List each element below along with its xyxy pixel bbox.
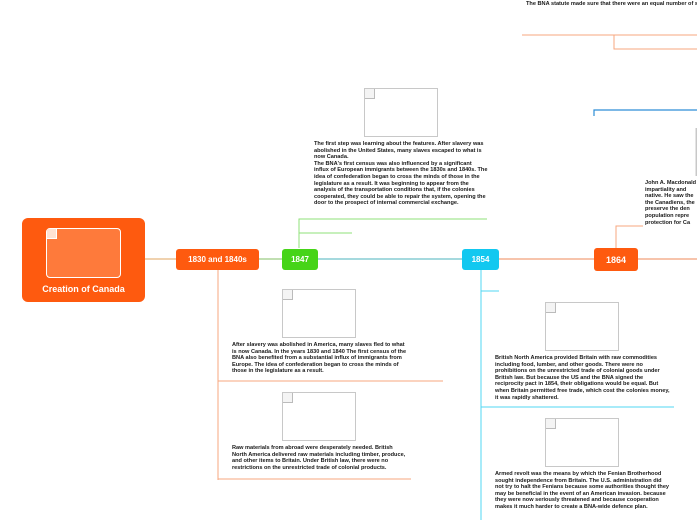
topic-label: 1830 and 1840s (188, 255, 247, 264)
note-armed-revolt: Armed revolt was the means by which the … (495, 471, 670, 510)
topic-1854[interactable]: 1854 (462, 249, 499, 270)
central-image (46, 228, 121, 278)
image-after-slavery (282, 289, 356, 338)
central-topic[interactable]: Creation of Canada (22, 218, 145, 302)
topic-label: 1847 (291, 255, 309, 264)
topic-1864[interactable]: 1864 (594, 248, 638, 271)
note-first-step: The first step was learning about the fe… (314, 141, 488, 207)
central-title: Creation of Canada (42, 284, 125, 294)
topic-1847[interactable]: 1847 (282, 249, 318, 270)
note-british-na: British North America provided Britain w… (495, 355, 670, 401)
topic-label: 1864 (605, 254, 627, 265)
topic-label: 1854 (471, 255, 490, 264)
note-bna-statute: The BNA statute made sure that there wer… (526, 1, 697, 7)
note-macdonald: John A. Macdonald impartiality and nativ… (645, 180, 697, 226)
note-raw-materials: Raw materials from abroad were desperate… (232, 445, 406, 471)
image-british-na (545, 302, 619, 351)
topic-1830-and-1840s[interactable]: 1830 and 1840s (176, 249, 259, 270)
image-armed-revolt (545, 418, 619, 467)
image-first-step (364, 88, 438, 137)
note-after-slavery: After slavery was abolished in America, … (232, 342, 407, 375)
image-raw-materials (282, 392, 356, 441)
